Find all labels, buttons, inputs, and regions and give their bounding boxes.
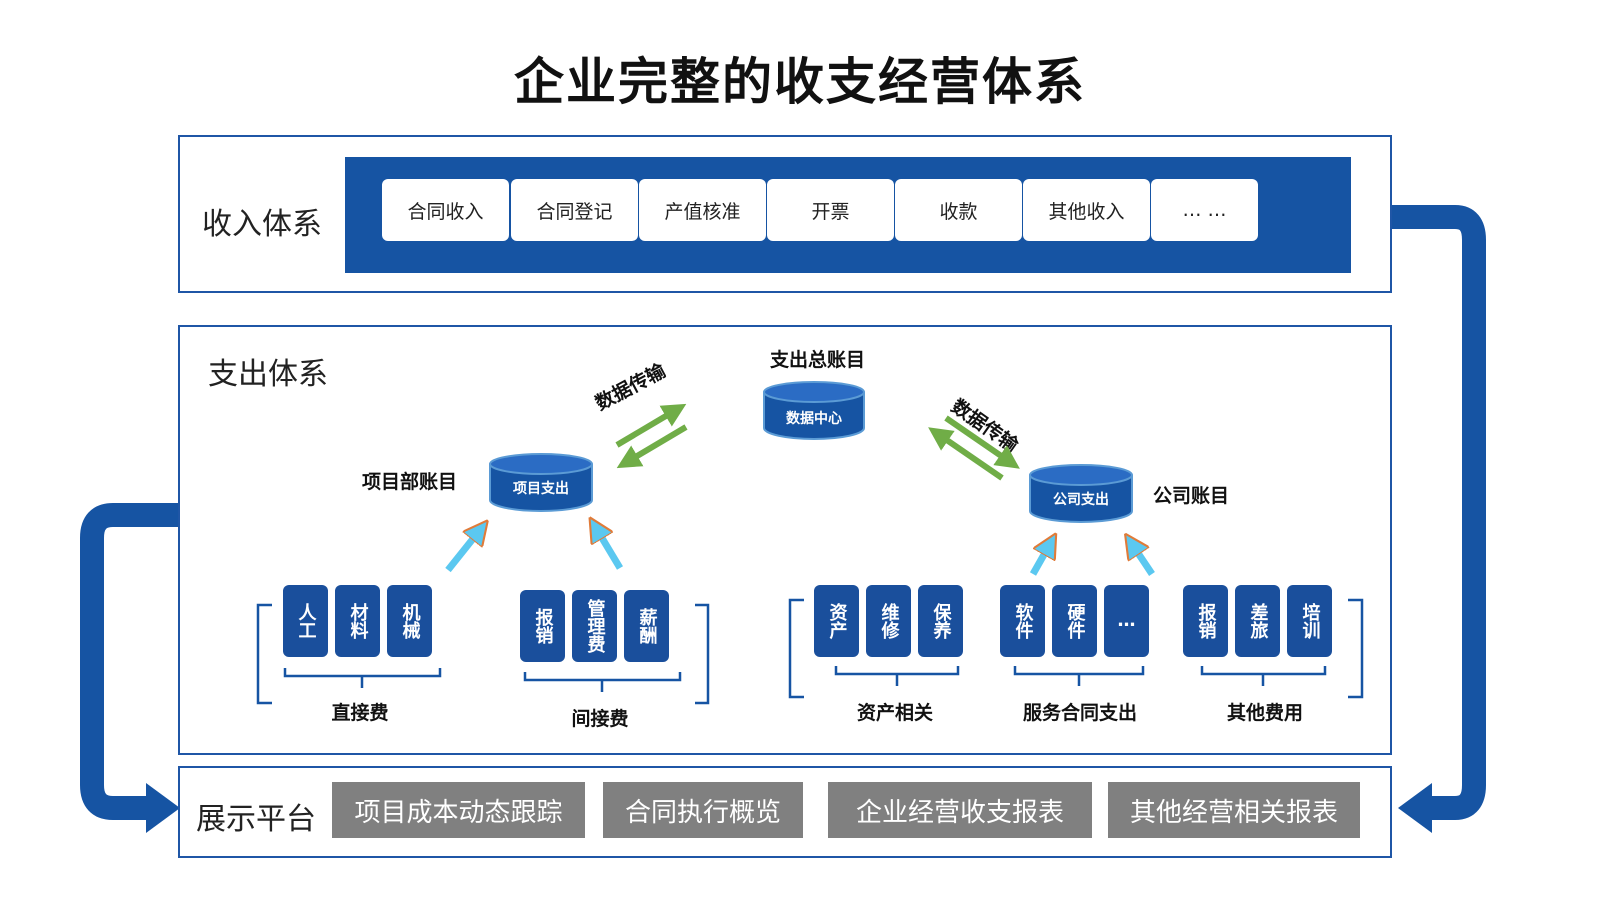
tile-maintenance: 保养 (918, 585, 963, 657)
income-panel: 收入体系 合同收入 合同登记 产值核准 开票 收款 其他收入 … … (178, 135, 1392, 293)
data-center-database-icon: 数据中心 (762, 380, 866, 442)
income-to-display-arrowhead (1398, 783, 1432, 833)
project-expense-cylinder-shape (489, 453, 593, 512)
company-expense-cylinder-shape (1029, 464, 1133, 523)
income-item-contract-revenue: 合同收入 (382, 179, 509, 241)
tile-other-reimbursement-text: 报销 (1195, 603, 1217, 639)
tile-repair-text: 维修 (878, 603, 900, 639)
tile-more: … (1104, 585, 1149, 657)
tile-salary: 薪酬 (624, 590, 669, 662)
tile-repair: 维修 (866, 585, 911, 657)
project-expense-database-icon: 项目支出 (488, 452, 594, 514)
tile-materials: 材料 (335, 585, 380, 657)
direct-cost-label: 直接费 (331, 702, 389, 724)
tile-labor: 人工 (283, 585, 328, 657)
tile-materials-text: 材料 (347, 603, 369, 639)
income-to-display-connector (1392, 205, 1486, 820)
display-panel: 展示平台 项目成本动态跟踪 合同执行概览 企业经营收支报表 其他经营相关报表 (178, 766, 1392, 858)
company-expense-database-icon: 公司支出 (1028, 463, 1134, 525)
asset-related-label: 资产相关 (856, 702, 933, 724)
project-cost-tracking-button[interactable]: 项目成本动态跟踪 (332, 782, 585, 838)
tile-more-text: … (1117, 610, 1136, 631)
general-ledger-label: 支出总账目 (770, 349, 866, 371)
income-item-invoicing: 开票 (767, 179, 894, 241)
tile-travel-text: 差旅 (1247, 603, 1269, 639)
income-label: 收入体系 (202, 207, 322, 242)
other-reports-button[interactable]: 其他经营相关报表 (1108, 782, 1360, 838)
indirect-cost-label: 间接费 (571, 708, 629, 730)
other-expense-label: 其他费用 (1226, 702, 1303, 724)
income-item-other-income: 其他收入 (1023, 179, 1150, 241)
tile-hardware: 硬件 (1052, 585, 1097, 657)
tile-labor-text: 人工 (295, 603, 317, 639)
tile-management-fee-text: 管理费 (584, 599, 606, 653)
company-expense-text: 公司支出 (1053, 492, 1109, 508)
expense-to-display-arrowhead (146, 783, 180, 833)
tile-software: 软件 (1000, 585, 1045, 657)
income-band: 合同收入 合同登记 产值核准 开票 收款 其他收入 … … (345, 157, 1351, 273)
tile-training-text: 培训 (1299, 603, 1321, 639)
tile-assets: 资产 (814, 585, 859, 657)
project-expense-text: 项目支出 (513, 481, 569, 497)
income-item-contract-registration: 合同登记 (511, 179, 638, 241)
project-ledger-label: 项目部账目 (362, 471, 458, 493)
expense-to-display-connector (80, 503, 180, 820)
tile-reimbursement: 报销 (520, 590, 565, 662)
tile-machinery-text: 机械 (399, 603, 421, 639)
income-item-collection: 收款 (895, 179, 1022, 241)
tile-salary-text: 薪酬 (636, 608, 658, 644)
company-ledger-label: 公司账目 (1153, 485, 1230, 507)
income-item-more: … … (1151, 179, 1258, 241)
data-center-text: 数据中心 (786, 411, 842, 427)
tile-machinery: 机械 (387, 585, 432, 657)
contract-overview-button[interactable]: 合同执行概览 (603, 782, 803, 838)
page-title: 企业完整的收支经营体系 (514, 53, 1086, 111)
display-label: 展示平台 (196, 802, 316, 837)
data-center-cylinder-shape (763, 381, 865, 440)
tile-other-reimbursement: 报销 (1183, 585, 1228, 657)
tile-travel: 差旅 (1235, 585, 1280, 657)
tile-software-text: 软件 (1012, 603, 1034, 639)
tile-management-fee: 管理费 (572, 590, 617, 662)
tile-training: 培训 (1287, 585, 1332, 657)
tile-reimbursement-text: 报销 (532, 608, 554, 644)
service-contract-label: 服务合同支出 (1022, 702, 1137, 724)
tile-hardware-text: 硬件 (1064, 603, 1086, 639)
tile-maintenance-text: 保养 (930, 603, 952, 639)
income-item-output-approval: 产值核准 (639, 179, 766, 241)
expense-label: 支出体系 (208, 357, 328, 392)
tile-assets-text: 资产 (826, 603, 848, 639)
revenue-expense-report-button[interactable]: 企业经营收支报表 (828, 782, 1092, 838)
